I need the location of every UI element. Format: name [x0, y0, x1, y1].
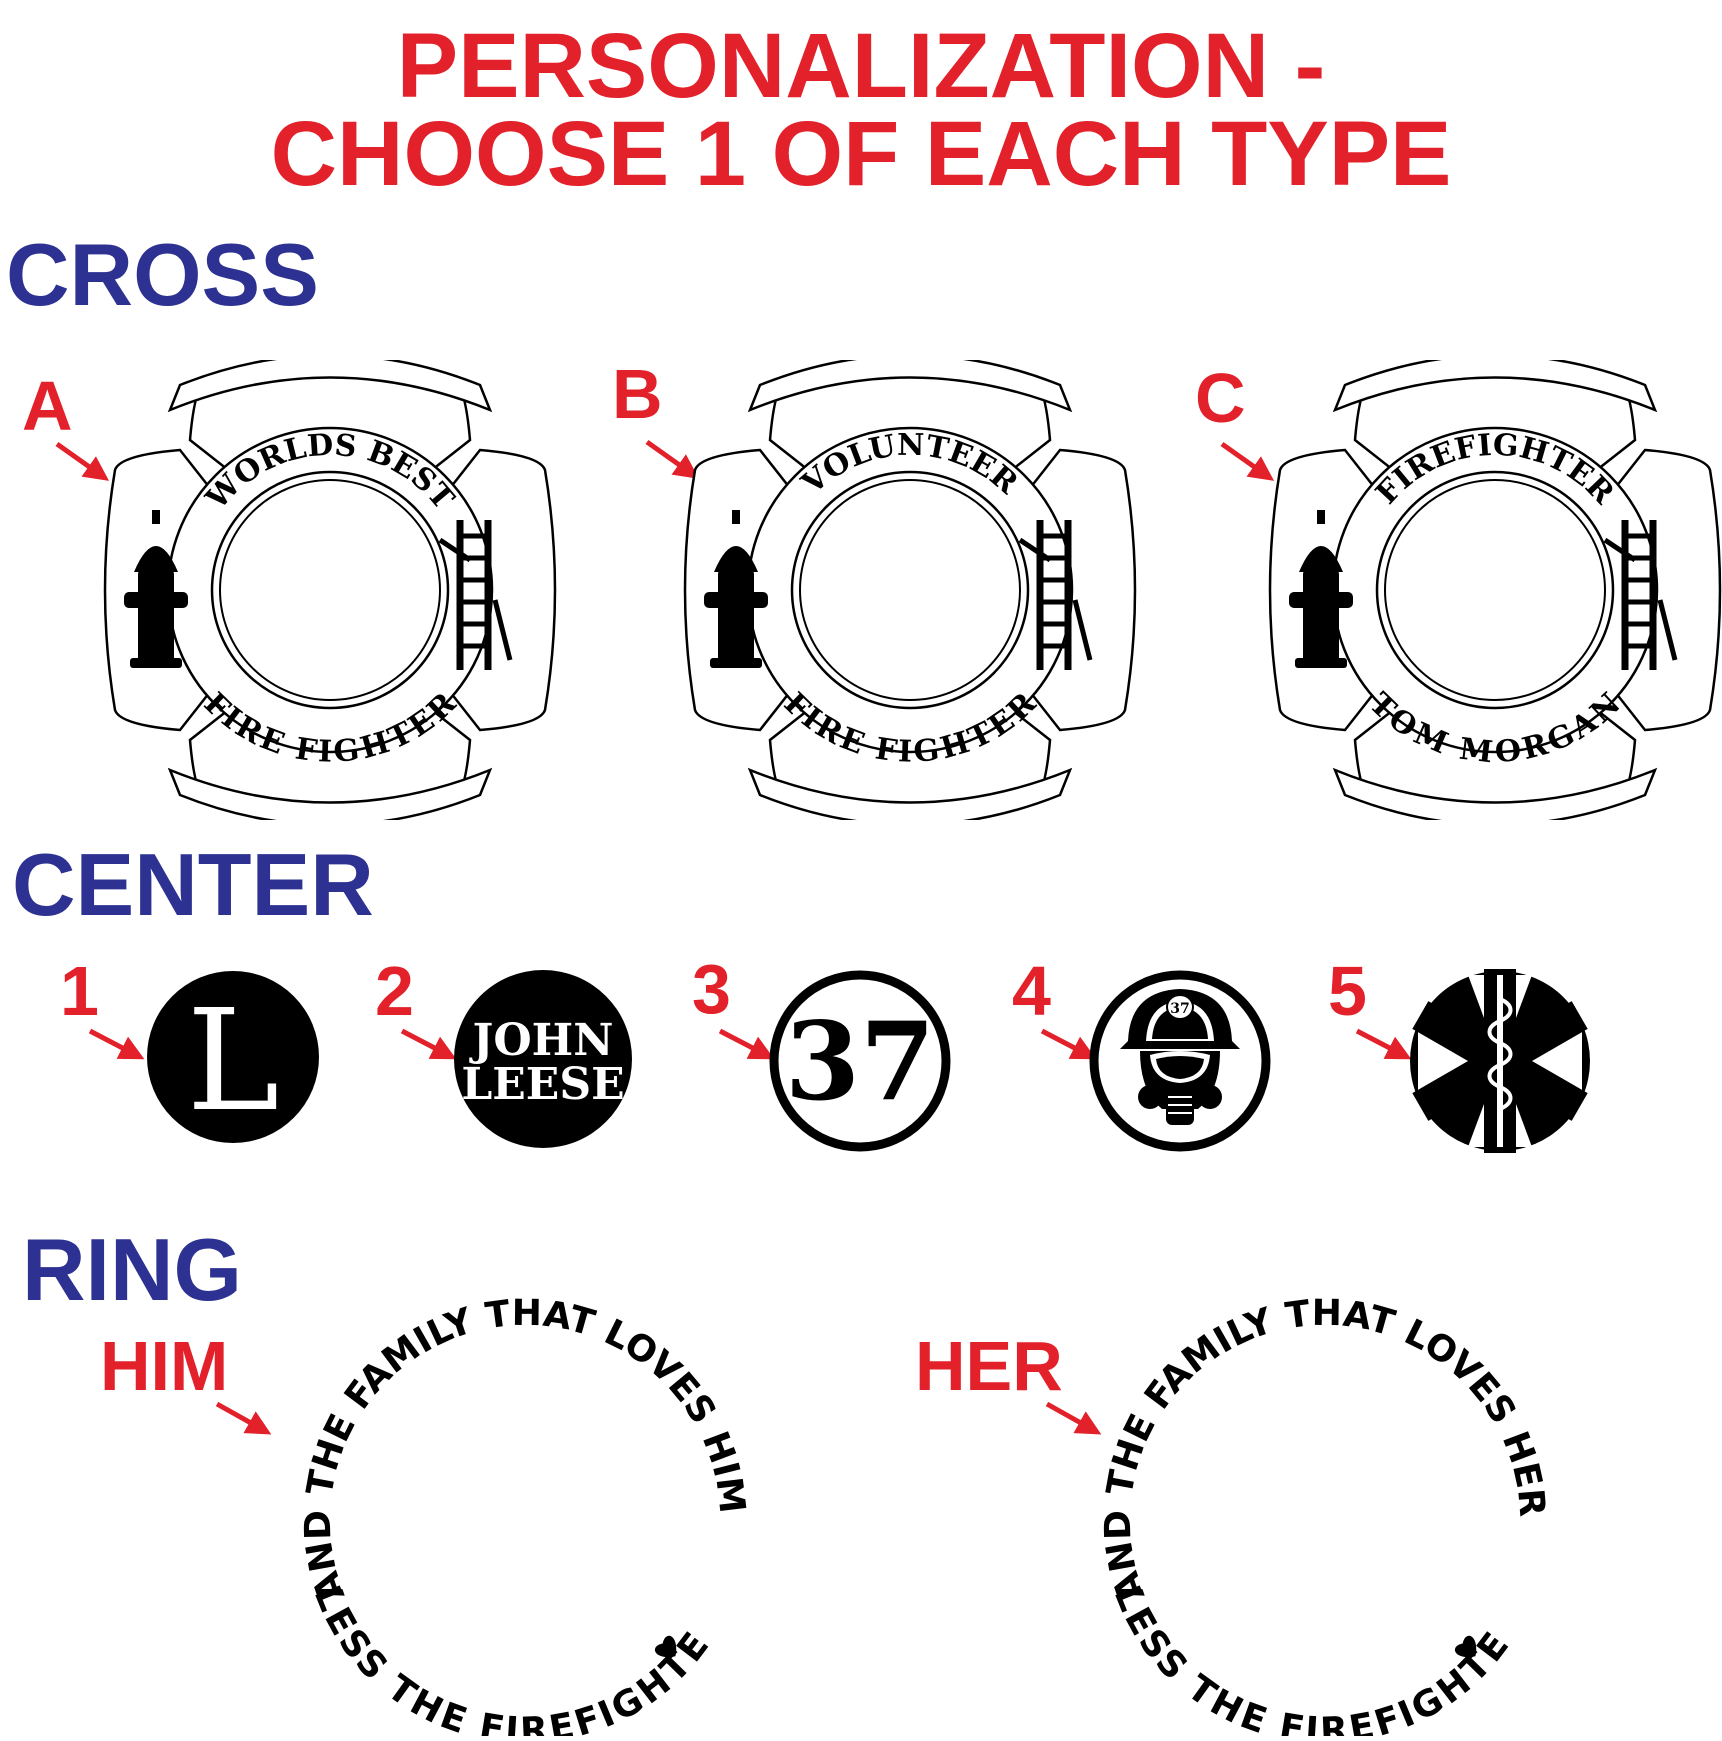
center-options: 1 L 2 JOHN LEESE 3 37 4 37 [0, 950, 1722, 1155]
center-heading: CENTER [12, 835, 374, 934]
cross-inner-ring [219, 479, 441, 701]
center-option-5-label: 5 [1328, 952, 1367, 1030]
cross-inner-ring [1384, 479, 1606, 701]
ring-option-her-label: HER [915, 1327, 1063, 1405]
ring-top-text: AND THE FAMILY THAT LOVES HER [1098, 1293, 1553, 1606]
cross-banner [1332, 353, 1658, 413]
helmet-number: 37 [1170, 1001, 1189, 1017]
cross-option-a-arrow [55, 441, 110, 481]
center-option-1-arrow [88, 1028, 145, 1060]
cross-heading: CROSS [6, 225, 319, 324]
ring-him: AND THE FAMILY THAT LOVES HIMBLESS THE F… [276, 1264, 753, 1741]
ladder-icon [1603, 520, 1678, 670]
cross-banner [747, 353, 1073, 413]
cross-banner [747, 767, 1073, 827]
star-of-life-icon [1412, 969, 1588, 1153]
cross-banner [167, 767, 493, 827]
center-number: 37 [785, 999, 935, 1125]
fire-hydrant-icon [704, 510, 768, 668]
ring-option-him-arrow [215, 1401, 272, 1435]
center-option-5-arrow [1355, 1028, 1412, 1060]
cross-option-b-arrow [645, 439, 700, 479]
center-option-3[interactable]: 37 [768, 969, 952, 1153]
cross-banner [167, 353, 493, 413]
cross-option-a-label: A [22, 367, 73, 445]
ladder-icon [1018, 520, 1093, 670]
fire-hydrant-icon [124, 510, 188, 668]
cross-option-c-label: C [1195, 359, 1246, 437]
firefighter-helmet-mask-icon: 37 [1120, 989, 1240, 1125]
fire-hydrant-icon [1289, 510, 1353, 668]
center-option-3-arrow [718, 1028, 775, 1060]
center-option-2-label: 2 [375, 952, 414, 1030]
page-title-line-2: CHOOSE 1 OF EACH TYPE [270, 103, 1452, 205]
ring-option-him-label: HIM [100, 1327, 229, 1405]
ring-option-her-arrow [1045, 1401, 1102, 1435]
heart-icon [654, 1635, 677, 1658]
ring-option-her[interactable]: AND THE FAMILY THAT LOVES HERBLESS THE F… [1076, 1264, 1570, 1741]
cross-banner [1332, 767, 1658, 827]
ring-option-him[interactable]: AND THE FAMILY THAT LOVES HIMBLESS THE F… [276, 1264, 770, 1741]
center-option-3-label: 3 [692, 950, 731, 1028]
center-option-4-label: 4 [1012, 952, 1051, 1030]
heart-icon [1454, 1635, 1477, 1658]
center-option-4[interactable]: 37 [1088, 969, 1272, 1153]
cross-inner-ring [799, 479, 1021, 701]
center-option-1-label: 1 [60, 952, 99, 1030]
ring-top-text: AND THE FAMILY THAT LOVES HIM [298, 1293, 753, 1606]
cross-option-c-arrow [1220, 441, 1275, 481]
ring-heading: RING [22, 1220, 242, 1319]
center-option-4-arrow [1040, 1028, 1097, 1060]
center-name-line-1: JOHN [469, 1015, 614, 1066]
center-name-line-2: LEESE [461, 1059, 624, 1110]
page-title-line-1: PERSONALIZATION - [396, 15, 1326, 117]
cross-option-b-label: B [612, 355, 663, 433]
center-option-1[interactable]: L [145, 969, 321, 1145]
ring-her: AND THE FAMILY THAT LOVES HERBLESS THE F… [1076, 1264, 1553, 1741]
center-letter: L [187, 980, 280, 1143]
center-option-2-arrow [400, 1028, 457, 1060]
ladder-icon [438, 520, 513, 670]
center-option-5[interactable] [1408, 969, 1592, 1153]
center-option-2[interactable]: JOHN LEESE [453, 969, 633, 1149]
